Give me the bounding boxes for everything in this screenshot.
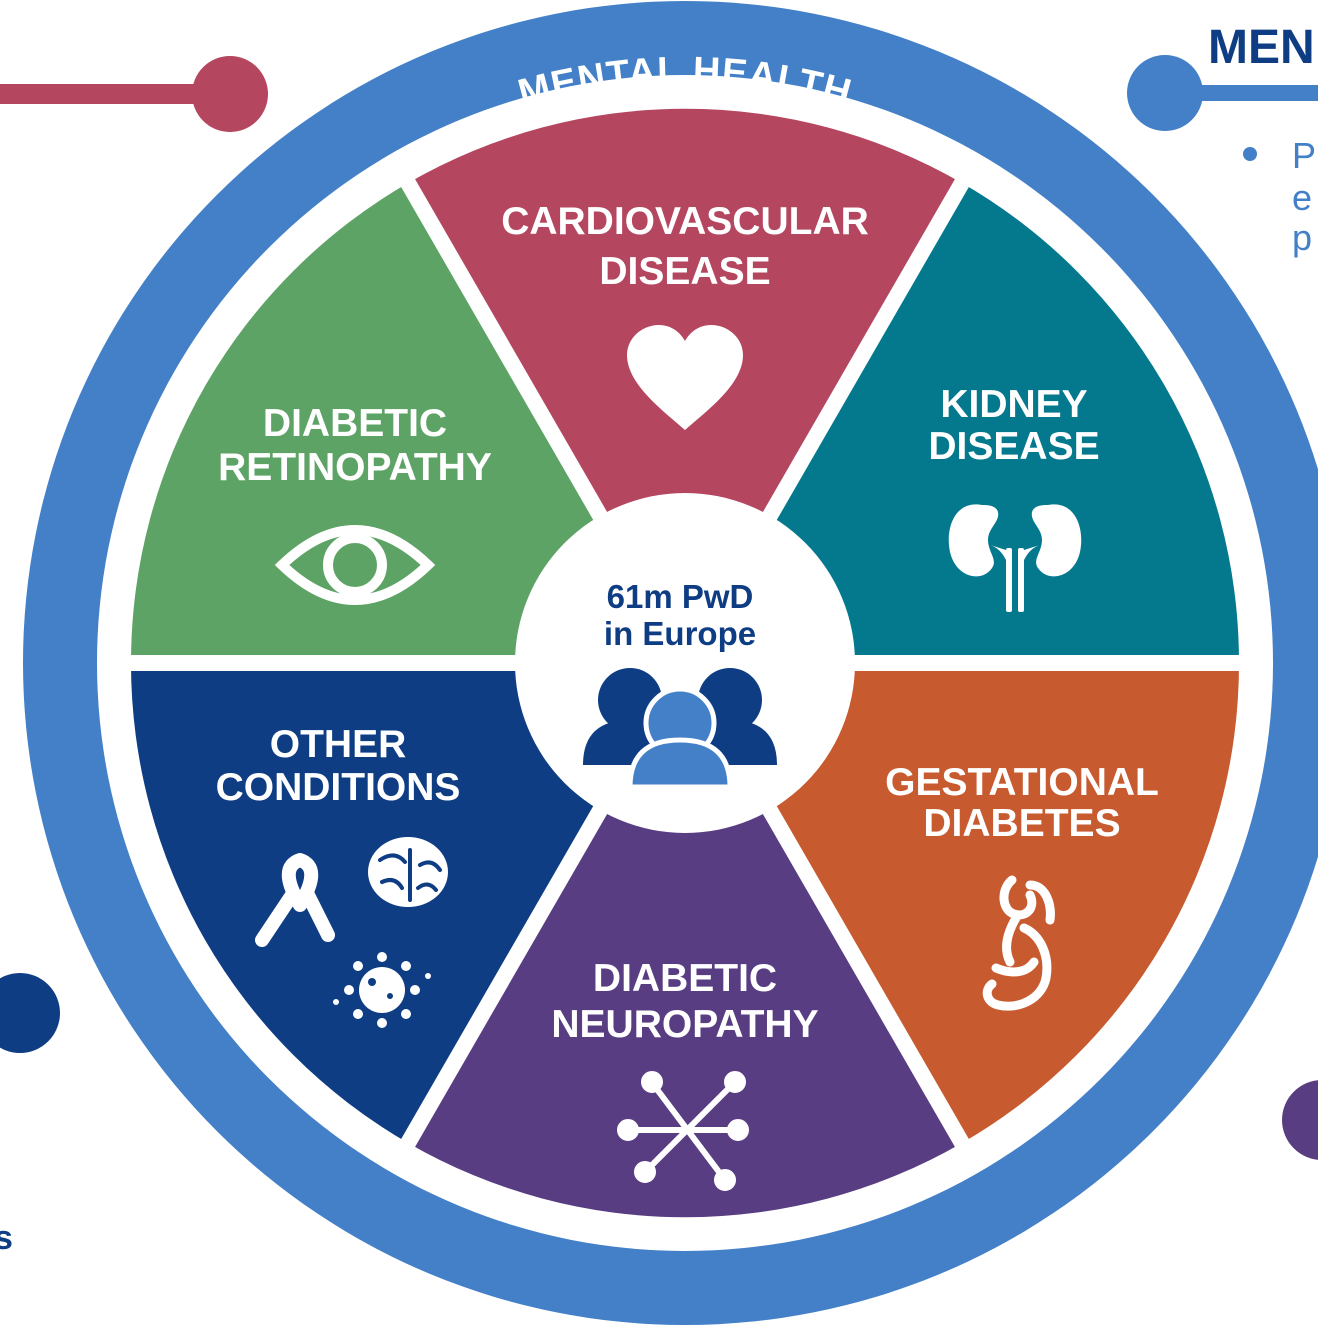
pregnant-woman-icon — [982, 875, 1055, 1011]
retinopathy-label-line-1: DIABETIC — [263, 402, 447, 445]
retinopathy-label-line-2: RETINOPATHY — [218, 446, 492, 489]
other-label-line-2: CONDITIONS — [216, 766, 461, 809]
right-connector-line — [1165, 85, 1318, 101]
kidney-label-line-2: DISEASE — [928, 425, 1099, 468]
left-navy-dot — [0, 973, 60, 1053]
ribbon-icon — [255, 853, 335, 947]
gestational-label-line-2: DIABETES — [923, 802, 1120, 845]
left-connector-line — [0, 84, 232, 104]
virus-icon — [333, 952, 431, 1028]
kidney-label-line-1: KIDNEY — [940, 383, 1087, 426]
right-connector-dot — [1127, 55, 1203, 131]
center-line-1: 61m PwD — [607, 578, 754, 615]
cardiovascular-label-line-1: CARDIOVASCULAR — [501, 200, 869, 243]
neuropathy-label-line-2: NEUROPATHY — [551, 1003, 818, 1046]
segment-gestational — [685, 663, 1240, 1143]
left-connector-dot — [192, 56, 268, 132]
gestational-label-line-1: GESTATIONAL — [885, 761, 1159, 804]
side-left-cut-text: s — [0, 1219, 13, 1257]
side-right-line-1: P — [1292, 135, 1316, 176]
eye-icon — [274, 525, 436, 605]
nerve-icon — [617, 1071, 749, 1191]
cardiovascular-label-line-2: DISEASE — [599, 250, 770, 293]
side-right-line-3: p — [1292, 217, 1312, 258]
brain-icon — [368, 837, 448, 907]
segment-neuropathy — [408, 663, 962, 1218]
side-right-line-2: e — [1292, 177, 1312, 218]
kidneys-icon — [948, 504, 1082, 612]
heart-icon — [627, 325, 743, 430]
side-right-title: MEN — [1208, 21, 1315, 74]
segment-retinopathy — [130, 183, 685, 663]
neuropathy-label-line-1: DIABETIC — [593, 957, 777, 1000]
right-purple-dot — [1282, 1080, 1318, 1160]
side-right-bullet — [1243, 147, 1257, 161]
center-line-2: in Europe — [604, 615, 756, 652]
other-label-line-1: OTHER — [270, 723, 407, 766]
segment-kidney — [685, 183, 1239, 663]
people-group-icon — [583, 668, 777, 790]
